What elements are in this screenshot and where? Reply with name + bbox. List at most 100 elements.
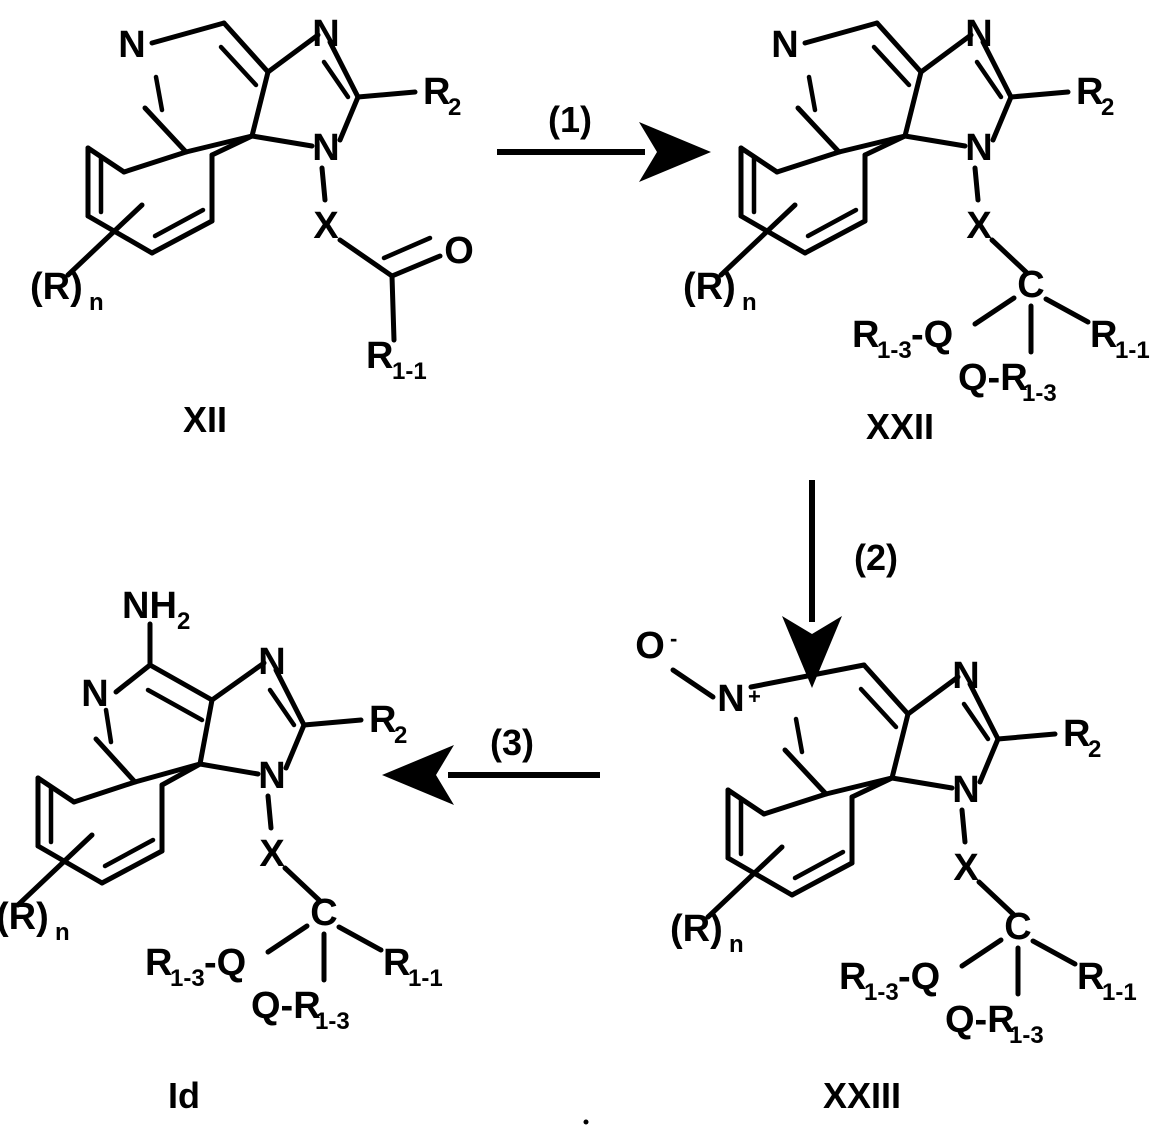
atom-label-X: X [259, 833, 285, 875]
oxide-negative-charge: - [670, 626, 677, 651]
svg-text:-Q: -Q [898, 956, 940, 998]
n-oxide-group: O - [635, 625, 677, 667]
svg-text:n: n [55, 919, 70, 946]
substituent-R1-1: R 1-1 [366, 335, 427, 385]
svg-text:O: O [635, 625, 665, 667]
svg-text:1-1: 1-1 [408, 965, 443, 992]
substituent-R2: R 2 [1063, 713, 1101, 763]
svg-text:(R): (R) [30, 266, 83, 308]
svg-text:R: R [839, 956, 866, 998]
svg-text:2: 2 [1088, 736, 1101, 763]
svg-text:R: R [1063, 713, 1090, 755]
ring-nitrogen-cation: N + [717, 678, 761, 720]
atom-label-X: X [966, 205, 992, 247]
svg-text:-Q: -Q [204, 942, 246, 984]
svg-text:-Q: -Q [911, 314, 953, 356]
svg-text:(R): (R) [683, 266, 736, 308]
atom-label-O: O [444, 230, 474, 272]
substituent-Q-R1-3-down: Q-R 1-3 [945, 999, 1044, 1049]
substituent-R1-1-right: R 1-1 [1077, 956, 1137, 1006]
reaction-step-3-label: (3) [490, 722, 534, 763]
substituent-R2: R 2 [1076, 71, 1114, 121]
svg-text:1-1: 1-1 [1102, 979, 1137, 1006]
svg-text:R: R [1090, 314, 1117, 356]
substituent-Rn: (R) n [0, 896, 70, 946]
substituent-R1-1-right: R 1-1 [1090, 314, 1150, 364]
atom-label-N5: N [118, 24, 145, 66]
svg-text:R: R [145, 942, 172, 984]
svg-text:1-3: 1-3 [1022, 380, 1057, 407]
atom-label-N1: N [952, 769, 979, 811]
svg-text:(R): (R) [670, 908, 723, 950]
atom-label-X: X [953, 847, 979, 889]
svg-text:R: R [1077, 956, 1104, 998]
structure-caption-Id: Id [168, 1075, 200, 1116]
atom-label-N1: N [312, 127, 339, 169]
svg-text:R: R [1076, 71, 1103, 113]
svg-text:1-1: 1-1 [1115, 337, 1150, 364]
atom-label-N1: N [258, 755, 285, 797]
svg-text:n: n [89, 289, 104, 316]
svg-text:N: N [717, 678, 744, 720]
svg-text:NH: NH [122, 585, 177, 627]
reaction-arrow-step-2: (2) [782, 480, 898, 688]
substituent-R1-3-Q-left: R 1-3 -Q [839, 956, 940, 1006]
svg-text:Q-R: Q-R [958, 357, 1028, 399]
svg-text:n: n [729, 931, 744, 958]
substituent-R2: R 2 [423, 71, 461, 121]
svg-text:2: 2 [177, 608, 190, 635]
atom-label-N3: N [965, 13, 992, 55]
ring-n-positive-charge: + [748, 684, 761, 709]
atom-label-N3: N [312, 13, 339, 55]
svg-text:1-3: 1-3 [315, 1008, 350, 1035]
atom-label-N1: N [965, 127, 992, 169]
atom-label-C: C [1004, 906, 1031, 948]
atom-label-N5: N [771, 24, 798, 66]
reaction-arrow-step-3: (3) [382, 722, 600, 805]
structure-XII: N N N X O R 2 R 1-1 (R) n XII [30, 13, 474, 440]
page-artifact-dot [583, 1119, 589, 1125]
substituent-Q-R1-3-down: Q-R 1-3 [958, 357, 1057, 407]
svg-text:R: R [366, 335, 393, 377]
reaction-step-2-label: (2) [854, 537, 898, 578]
svg-text:2: 2 [394, 722, 407, 749]
svg-text:1-3: 1-3 [877, 337, 912, 364]
svg-text:R: R [423, 71, 450, 113]
substituent-R1-1-right: R 1-1 [383, 942, 443, 992]
structure-caption-XII: XII [183, 399, 227, 440]
atom-label-C: C [310, 892, 337, 934]
substituent-Q-R1-3-down: Q-R 1-3 [251, 985, 350, 1035]
svg-text:1-3: 1-3 [1009, 1022, 1044, 1049]
svg-text:2: 2 [448, 94, 461, 121]
substituent-R2: R 2 [369, 699, 407, 749]
reaction-step-1-label: (1) [548, 99, 592, 140]
atom-label-N3: N [952, 655, 979, 697]
svg-text:Q-R: Q-R [251, 985, 321, 1027]
substituent-R1-3-Q-left: R 1-3 -Q [145, 942, 246, 992]
svg-text:1-3: 1-3 [864, 979, 899, 1006]
substituent-Rn: (R) n [683, 266, 757, 316]
svg-text:(R): (R) [0, 896, 49, 938]
atom-label-N5: N [81, 673, 108, 715]
structure-XXII: N N N X C R 2 (R) n R 1-3 -Q Q-R 1-3 R 1… [683, 13, 1150, 447]
atom-label-N3: N [258, 641, 285, 683]
structure-caption-XXII: XXII [866, 406, 934, 447]
atom-label-C: C [1017, 264, 1044, 306]
substituent-Rn: (R) n [30, 266, 104, 316]
structure-XXIII: O - N + N N X C R 2 (R) n R 1-3 -Q Q-R 1… [635, 625, 1136, 1116]
reaction-arrow-step-1: (1) [497, 99, 711, 182]
substituent-NH2: NH 2 [122, 585, 190, 635]
svg-text:R: R [383, 942, 410, 984]
structure-caption-XXIII: XXIII [823, 1075, 901, 1116]
atom-label-X: X [313, 205, 339, 247]
svg-text:R: R [852, 314, 879, 356]
svg-text:R: R [369, 699, 396, 741]
svg-text:1-3: 1-3 [170, 965, 205, 992]
svg-text:Q-R: Q-R [945, 999, 1015, 1041]
structure-Id: NH 2 N N N X C R 2 (R) n R 1-3 -Q Q-R 1-… [0, 585, 443, 1116]
substituent-R1-3-Q-left: R 1-3 -Q [852, 314, 953, 364]
svg-text:2: 2 [1101, 94, 1114, 121]
svg-text:n: n [742, 289, 757, 316]
svg-text:1-1: 1-1 [392, 358, 427, 385]
